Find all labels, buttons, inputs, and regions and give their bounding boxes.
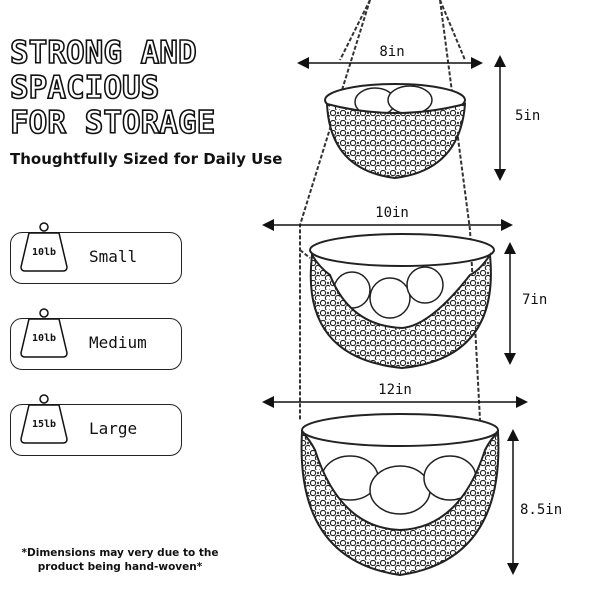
size-label-medium: Medium (89, 333, 147, 352)
size-card-large: 15lb Large (10, 394, 182, 456)
headline-line-3: FOR STORAGE (9, 105, 216, 142)
medium-basket (309, 233, 495, 370)
size-label-small: Small (89, 247, 138, 266)
size-label-large: Large (89, 419, 138, 438)
weight-label-large: 15lb (31, 419, 57, 430)
large-basket (300, 413, 500, 577)
weight-label-small: 10lb (31, 247, 57, 258)
subtitle: Thoughtfully Sized for Daily Use (10, 150, 283, 168)
size-card-medium: 10lb Medium (10, 308, 182, 370)
weight-label-medium: 10lb (31, 333, 57, 344)
width-label-large: 12in (378, 382, 412, 398)
width-label-medium: 10in (375, 205, 409, 221)
hand-woven-note: *Dimensions may very due to the product … (21, 547, 219, 573)
size-card-small: 10lb Small (10, 222, 182, 284)
weight-icon: 10lb (17, 307, 71, 361)
width-label-small: 8in (379, 44, 404, 60)
headline-line-1: STRONG AND (9, 35, 197, 72)
headline-line-2: SPACIOUS (9, 70, 160, 107)
weight-icon: 10lb (17, 221, 71, 275)
height-label-large: 8.5in (520, 502, 562, 518)
small-basket (324, 83, 467, 180)
height-label-medium: 7in (522, 292, 547, 308)
headline: STRONG AND SPACIOUS FOR STORAGE (9, 35, 280, 142)
height-label-small: 5in (515, 108, 540, 124)
weight-icon: 15lb (17, 393, 71, 447)
